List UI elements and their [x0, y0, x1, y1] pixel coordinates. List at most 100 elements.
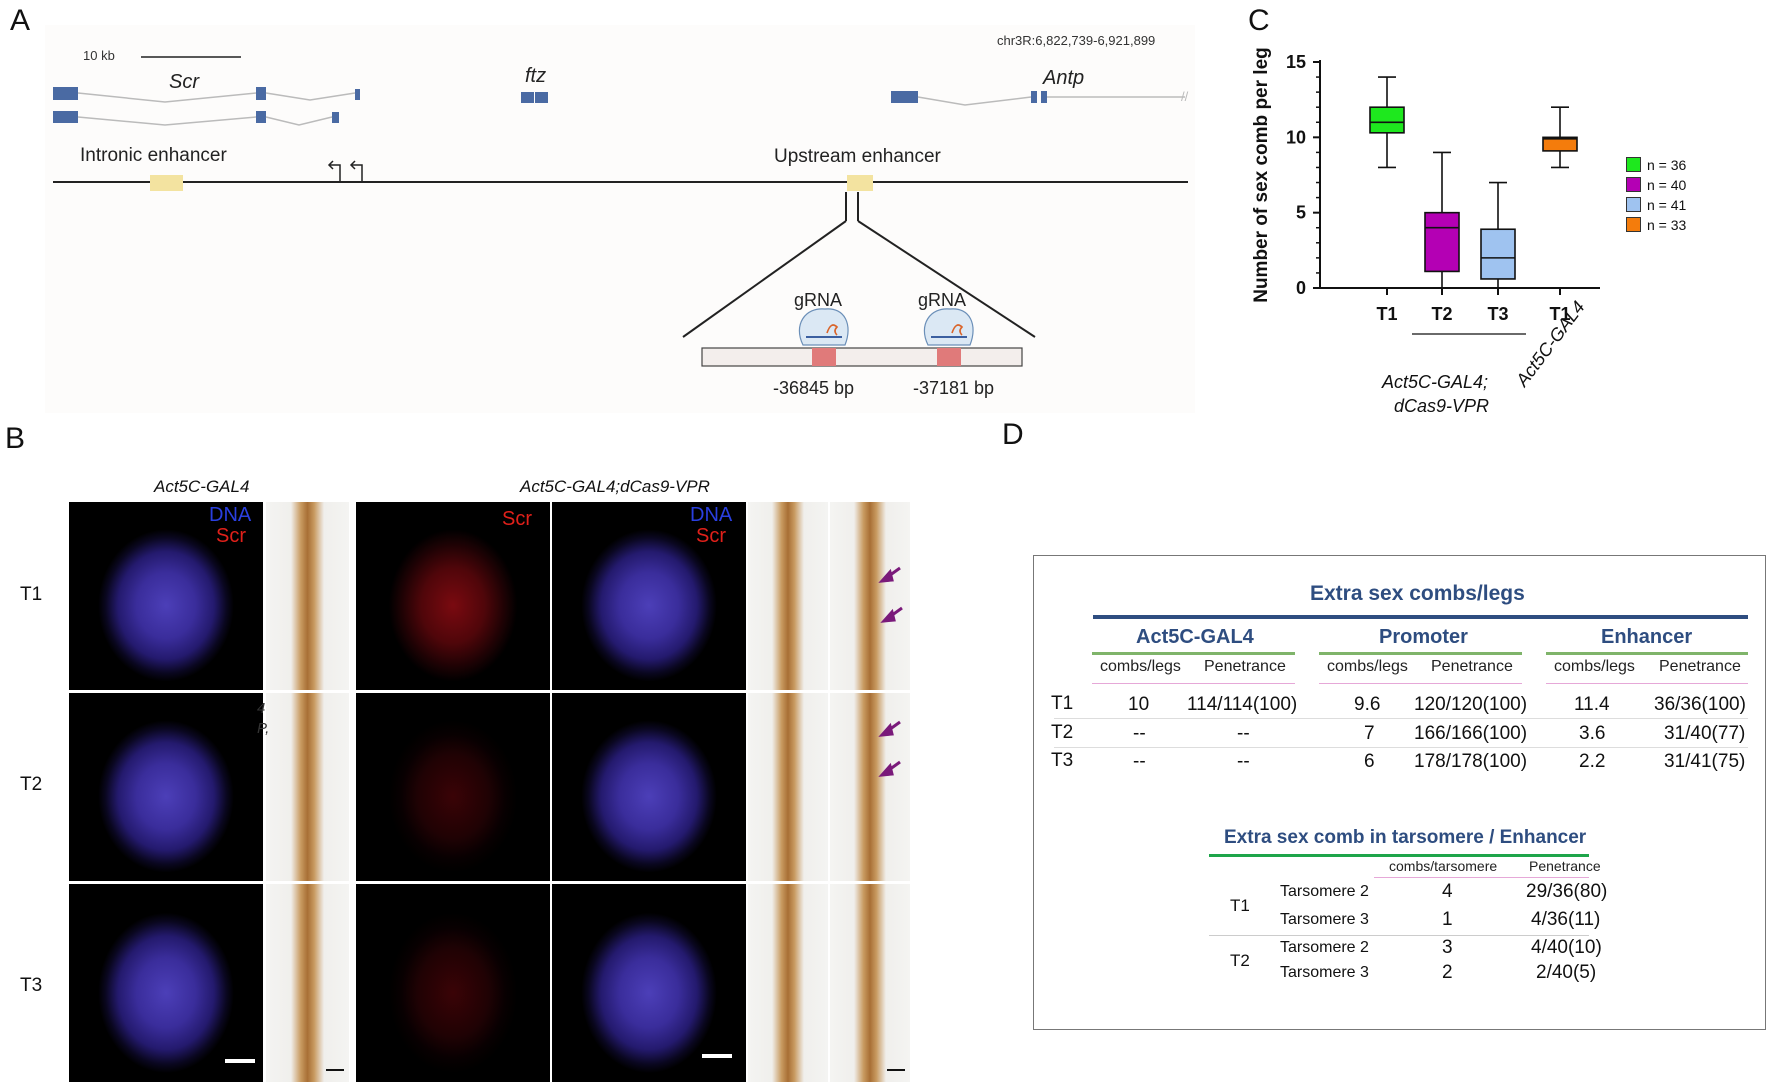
group-header-enhancer: Enhancer [1601, 626, 1693, 648]
cell: 2.2 [1579, 751, 1606, 772]
antp-gene-model: // [891, 89, 1189, 106]
subheader-penetrance-promoter: Penetrance [1431, 658, 1513, 675]
sub-rule-enhancer [1546, 683, 1748, 684]
gene-track-svg: // [53, 56, 1189, 367]
scale-bar-label: 10 kb [83, 48, 115, 63]
stain-label-dna-merge: DNA [690, 504, 733, 526]
disc-image-merge-t3 [552, 884, 746, 1082]
scale-bar-control-leg [326, 1069, 344, 1071]
group-header-control: Act5C-GAL4 [1136, 626, 1254, 648]
legend-item: n = 41 [1626, 197, 1686, 213]
grna-site-1 [812, 348, 836, 366]
upstream-enhancer-label: Upstream enhancer [774, 146, 941, 167]
gene-label-ftz: ftz [525, 65, 547, 87]
legend-label: n = 36 [1647, 157, 1687, 173]
cell: 114/114(100) [1187, 694, 1298, 715]
leg-image-control-t1 [266, 502, 349, 690]
x-tick-label: T3 [1487, 304, 1508, 324]
stain-label-dna-control: DNA [209, 504, 252, 526]
stain-label-scr-control: Scr [216, 525, 246, 547]
stray-text-b: P, [257, 720, 270, 737]
table2-combs: 1 [1442, 909, 1453, 930]
disc-image-merge-t1 [552, 502, 746, 690]
cell: -- [1133, 751, 1146, 772]
cell: 120/120(100) [1414, 694, 1528, 715]
cas9-grna-icon-2 [923, 308, 974, 346]
cell: -- [1237, 751, 1250, 772]
box-body [1369, 106, 1405, 134]
table2-combs: 2 [1442, 962, 1453, 983]
gene-label-scr: Scr [169, 71, 199, 93]
x-tick-label: T2 [1431, 304, 1452, 324]
sub-rule-control [1092, 683, 1295, 684]
disc-image-scr-t1 [356, 502, 550, 690]
zoom-lines [682, 192, 1036, 338]
legend-swatch [1626, 157, 1641, 172]
subheader-penetrance-control: Penetrance [1204, 658, 1286, 675]
site-label-1: -36845 bp [773, 378, 855, 398]
row-divider [1054, 718, 1748, 719]
legend-item: n = 40 [1626, 177, 1686, 193]
box-body [1424, 211, 1460, 273]
table2-tarsomere: Tarsomere 2 [1280, 939, 1369, 956]
leg-image-dcas9-t1b [830, 502, 910, 690]
scr-gene-model [53, 87, 360, 126]
table2-penetrance: 2/40(5) [1536, 962, 1597, 983]
grna-label-2: gRNA [918, 290, 967, 310]
y-tick-label: 5 [1296, 203, 1306, 223]
panel-letter-c: C [1248, 4, 1270, 37]
disc-image-control-t3 [69, 884, 263, 1082]
table2-combs: 4 [1442, 881, 1453, 902]
scale-bar-dcas9-leg [887, 1069, 905, 1071]
group-rule-enhancer [1546, 652, 1748, 655]
y-tick-label: 0 [1296, 278, 1306, 298]
grna-label-1: gRNA [794, 290, 843, 310]
intronic-enhancer-label: Intronic enhancer [80, 145, 227, 166]
disc-image-control-t2 [69, 693, 263, 881]
row-divider [1054, 747, 1748, 748]
y-axis-label: Number of sex comb per leg [1251, 47, 1272, 303]
box-body [1480, 228, 1516, 280]
table2-subheader-penetrance: Penetrance [1529, 858, 1601, 874]
cell: 3.6 [1579, 723, 1606, 744]
stain-label-scr-merge: Scr [696, 525, 726, 547]
panel-letter-d: D [1002, 418, 1024, 451]
cell: 178/178(100) [1414, 751, 1528, 772]
cell: 7 [1364, 723, 1375, 744]
table2-subheader-combs: combs/tarsomere [1389, 858, 1498, 874]
disc-image-merge-t2 [552, 693, 746, 881]
disc-image-scr-t3 [356, 884, 550, 1082]
purple-arrow-icons [878, 566, 903, 777]
disc-image-scr-t2 [356, 693, 550, 881]
table2-tarsomere: Tarsomere 2 [1280, 883, 1369, 900]
panel-d-table: Extra sex combs/legs Act5C-GAL4 Promoter… [1033, 555, 1766, 1030]
row-label: T1 [1051, 693, 1074, 714]
table2-penetrance: 4/40(10) [1531, 937, 1602, 958]
box-body [1542, 136, 1578, 152]
cell: 31/40(77) [1664, 723, 1746, 744]
legend-label: n = 33 [1647, 217, 1687, 233]
cell: 9.6 [1354, 694, 1381, 715]
group-rule-control [1092, 652, 1295, 655]
disc-image-control-t1 [69, 502, 263, 690]
leg-image-control-t3 [266, 884, 349, 1082]
table2-penetrance: 4/36(11) [1531, 909, 1601, 930]
scale-bar-control-disc [225, 1059, 255, 1063]
site-label-2: -37181 bp [913, 378, 995, 398]
cell: 11.4 [1574, 694, 1610, 715]
cell: 36/36(100) [1654, 694, 1746, 715]
cell: 31/41(75) [1664, 751, 1746, 772]
legend-item: n = 33 [1626, 217, 1686, 233]
stray-text-a: 4 [257, 700, 266, 717]
y-tick-label: 10 [1286, 127, 1306, 147]
table2-leg-label: T2 [1230, 951, 1250, 970]
leg-image-dcas9-t3a [748, 884, 828, 1082]
table2-leg-label: T1 [1230, 896, 1250, 915]
scale-bar-merge-disc [702, 1054, 732, 1058]
leg-image-control-t2 [266, 693, 349, 881]
group-label-line-2: dCas9-VPR [1394, 396, 1490, 416]
table2-tarsomere: Tarsomere 3 [1280, 911, 1369, 928]
legend-label: n = 40 [1647, 177, 1687, 193]
